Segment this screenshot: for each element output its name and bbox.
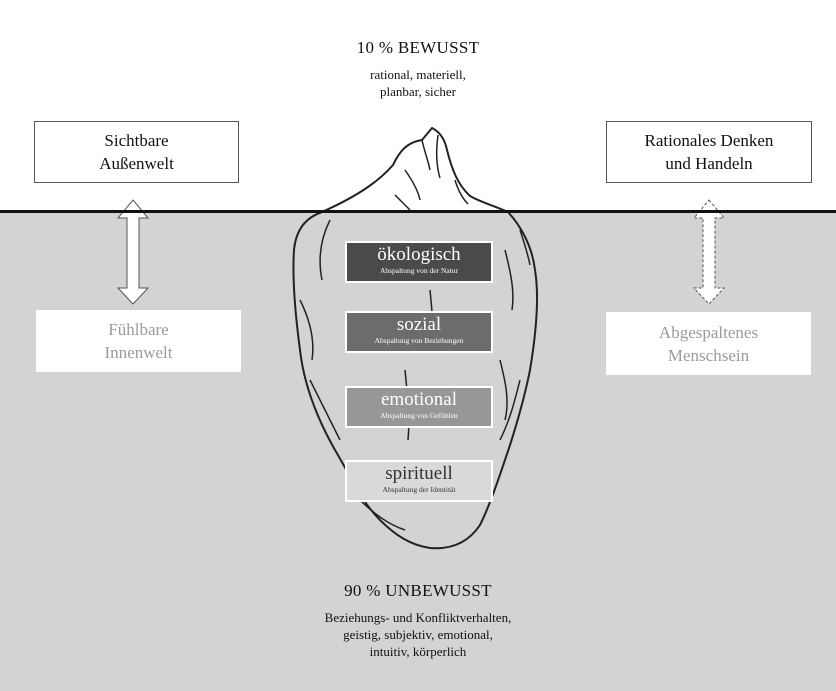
- iceberg-body: [292, 211, 539, 550]
- layer-title: spirituell: [385, 463, 453, 484]
- box-line: und Handeln: [665, 154, 753, 173]
- conscious-line-2: planbar, sicher: [379, 84, 456, 99]
- layer-subtitle: Abspaltung der Identität: [382, 485, 456, 494]
- layer-subtitle: Abspaltung von der Natur: [379, 266, 459, 275]
- box-line: Menschsein: [667, 345, 750, 365]
- layer-social: sozial Abspaltung von Beziehungen: [345, 311, 493, 353]
- right-double-arrow: [692, 199, 726, 305]
- layer-ecological: ökologisch Abspaltung von der Natur: [345, 241, 493, 283]
- rational-thinking-box: Rationales Denken und Handeln: [606, 121, 812, 183]
- unconscious-line-3: intuitiv, körperlich: [369, 644, 467, 659]
- unconscious-headline: 90 % UNBEWUSST: [344, 581, 492, 600]
- layer-spiritual: spirituell Abspaltung der Identität: [345, 460, 493, 502]
- box-line: Sichtbare: [104, 131, 169, 150]
- visible-outer-world-box: Sichtbare Außenwelt: [34, 121, 239, 183]
- box-line: Fühlbare: [108, 320, 169, 339]
- layer-subtitle: Abspaltung von Beziehungen: [374, 336, 464, 345]
- unconscious-section: 90 % UNBEWUSST Beziehungs- und Konfliktv…: [0, 581, 836, 660]
- iceberg-tip: [321, 127, 509, 213]
- conscious-line-1: rational, materiell,: [370, 67, 466, 82]
- layer-subtitle: Abspaltung von Gefühlen: [380, 411, 458, 420]
- left-double-arrow: [116, 199, 150, 305]
- conscious-headline: 10 % BEWUSST: [356, 38, 480, 57]
- waterline: [0, 210, 836, 213]
- split-off-humanity-box: Abgespaltenes Menschsein: [606, 312, 811, 375]
- layer-emotional: emotional Abspaltung von Gefühlen: [345, 386, 493, 428]
- layer-title: ökologisch: [377, 244, 461, 265]
- unconscious-line-1: Beziehungs- und Konfliktverhalten,: [324, 610, 512, 625]
- box-line: Abgespaltenes: [658, 322, 759, 342]
- unconscious-line-2: geistig, subjektiv, emotional,: [343, 627, 493, 642]
- box-line: Rationales Denken: [644, 131, 774, 150]
- box-line: Außenwelt: [99, 154, 174, 173]
- box-line: Innenwelt: [104, 343, 173, 362]
- layer-title: sozial: [396, 314, 442, 335]
- felt-inner-world-box: Fühlbare Innenwelt: [36, 310, 241, 372]
- conscious-section: 10 % BEWUSST rational, materiell, planba…: [0, 38, 836, 100]
- layer-title: emotional: [381, 389, 457, 410]
